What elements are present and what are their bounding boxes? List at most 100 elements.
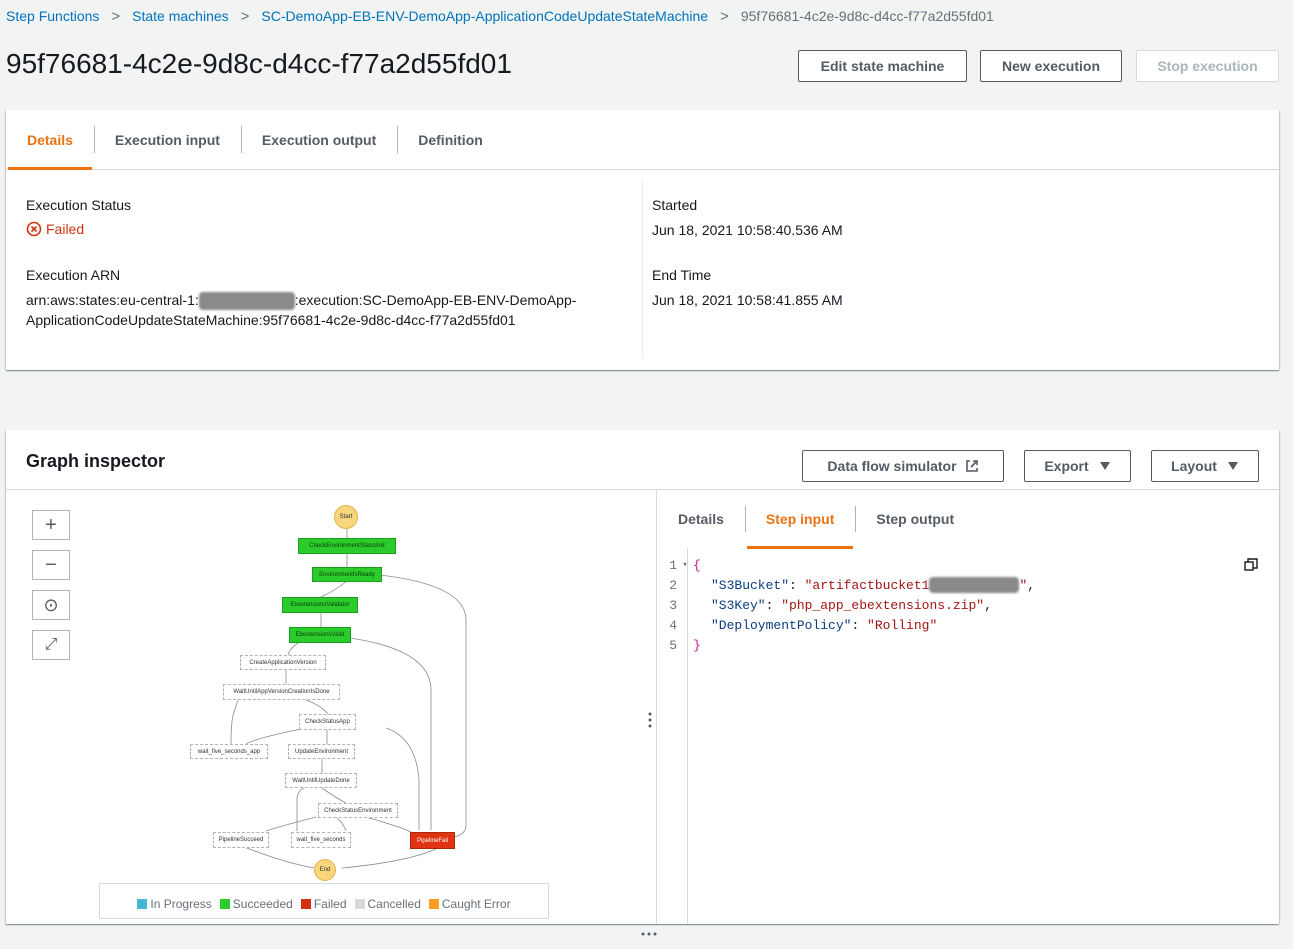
copy-icon[interactable]	[1244, 558, 1258, 572]
graph-node-ebextensions-valid[interactable]: EbextensionsValid	[289, 627, 351, 643]
graph-node-ebextensions-validator[interactable]: EbextensionsValidator	[282, 597, 358, 613]
caret-down-icon	[1227, 462, 1238, 470]
json-string: "php_app_ebextensions.zip"	[781, 597, 985, 613]
legend-label: Cancelled	[367, 897, 421, 911]
vertical-resize-handle-icon[interactable]	[646, 710, 654, 730]
end-time-value: Jun 18, 2021 10:58:41.855 AM	[652, 292, 843, 308]
json-punct: :	[765, 597, 782, 613]
breadcrumb-state-machines[interactable]: State machines	[132, 8, 229, 24]
legend-label: Failed	[313, 897, 347, 911]
code-line-5: 5}	[657, 635, 701, 655]
graph-node-check-env-status-init[interactable]: CheckEnvironmentStatusInit	[298, 538, 396, 554]
breadcrumb-machine-name[interactable]: SC-DemoApp-EB-ENV-DemoApp-ApplicationCod…	[261, 8, 709, 24]
legend-swatch	[428, 899, 439, 909]
data-flow-simulator-button[interactable]: Data flow simulator	[802, 450, 1004, 482]
legend-swatch	[137, 899, 148, 909]
json-string: "Rolling"	[867, 617, 938, 633]
export-dropdown[interactable]: Export	[1024, 450, 1131, 482]
status-text: Failed	[46, 221, 85, 237]
json-brace: }	[693, 637, 701, 653]
tab-execution-input[interactable]: Execution input	[93, 110, 241, 169]
zoom-out-button[interactable]: −	[32, 550, 70, 580]
json-punct: :	[851, 617, 868, 633]
caret-down-icon	[1099, 462, 1110, 470]
graph-node-check-status-environment[interactable]: CheckStatusEnvironment	[318, 803, 398, 818]
end-time-label: End Time	[652, 267, 712, 283]
legend-swatch	[354, 899, 365, 909]
graph-node-end[interactable]: End	[314, 859, 336, 881]
code-line-4: 4"DeploymentPolicy": "Rolling"	[657, 615, 937, 635]
breadcrumb-current: 95f76681-4c2e-9d8c-d4cc-f77a2d55fd01	[740, 8, 994, 24]
fit-button[interactable]: ⤢	[32, 630, 70, 660]
step-tab-step-input[interactable]: Step input	[744, 490, 855, 549]
graph-node-wait-app-version[interactable]: WaitUntilAppVersionCreationIsDone	[223, 684, 340, 700]
legend-swatch	[300, 899, 311, 909]
graph-node-check-status-app[interactable]: CheckStatusApp	[299, 714, 356, 730]
graph-header-divider	[6, 489, 1279, 490]
graph-node-update-environment[interactable]: UpdateEnvironment	[288, 744, 355, 759]
started-value: Jun 18, 2021 10:58:40.536 AM	[652, 222, 843, 238]
graph-node-wait-five-seconds[interactable]: wait_five_seconds	[291, 832, 351, 848]
zoom-in-button[interactable]: +	[32, 510, 70, 540]
graph-node-environment-is-ready[interactable]: EnvironmentIsReady	[312, 567, 382, 582]
tab-execution-output[interactable]: Execution output	[240, 110, 397, 169]
graph-inspector-panel: Graph inspector Data flow simulator Expo…	[6, 430, 1279, 924]
json-key: "S3Key"	[711, 597, 766, 613]
line-number: 1	[669, 557, 677, 573]
arn-prefix: arn:aws:states:eu-central-1:	[26, 292, 199, 308]
execution-status-label: Execution Status	[26, 197, 132, 213]
execution-arn-value: arn:aws:states:eu-central-1: :execution:S…	[26, 290, 626, 330]
breadcrumb: Step Functions > State machines > SC-Dem…	[6, 6, 994, 26]
fold-icon[interactable]: ▾	[682, 560, 688, 570]
execution-status-value: Failed	[26, 221, 84, 237]
page-title: 95f76681-4c2e-9d8c-d4cc-f77a2d55fd01	[6, 48, 512, 79]
graph-node-start[interactable]: Start	[334, 505, 358, 529]
graph-node-wait-five-seconds-app[interactable]: wait_five_seconds_app	[190, 744, 268, 759]
started-label: Started	[652, 197, 698, 213]
legend-label: Caught Error	[441, 897, 511, 911]
step-input-editor[interactable]: 1▾{ 2"S3Bucket": "artifactbucket1", 3"S3…	[657, 548, 1279, 924]
graph-node-create-application-version[interactable]: CreateApplicationVersion	[240, 655, 326, 670]
redacted-bucket-suffix	[929, 577, 1020, 593]
legend-cancelled: Cancelled	[354, 897, 421, 911]
breadcrumb-step-functions[interactable]: Step Functions	[6, 8, 100, 24]
legend-succeeded: Succeeded	[219, 897, 293, 911]
graph-node-pipeline-succeed[interactable]: PipelineSucceed	[213, 832, 269, 848]
graph-edges	[230, 529, 467, 869]
layout-label: Layout	[1171, 458, 1217, 474]
json-key: "DeploymentPolicy"	[711, 617, 852, 633]
center-button[interactable]: ⊙	[32, 590, 70, 620]
graph-legend: In Progress Succeeded Failed Cancelled C…	[99, 883, 549, 919]
legend-in-progress: In Progress	[137, 897, 212, 911]
breadcrumb-separator: >	[240, 7, 250, 25]
graph-node-pipeline-fail[interactable]: PipelineFail	[410, 832, 455, 849]
line-number: 5	[669, 637, 677, 653]
error-icon	[26, 221, 42, 237]
tab-definition[interactable]: Definition	[397, 110, 504, 169]
stop-execution-button[interactable]: Stop execution	[1136, 50, 1279, 82]
new-execution-button[interactable]: New execution	[980, 50, 1122, 82]
legend-label: In Progress	[150, 897, 212, 911]
horizontal-resize-handle-icon[interactable]	[640, 930, 658, 938]
execution-arn-label: Execution ARN	[26, 267, 121, 283]
graph-node-wait-until-update-done[interactable]: WaitUntilUpdateDone	[285, 773, 357, 788]
export-label: Export	[1044, 458, 1089, 474]
tab-details[interactable]: Details	[6, 110, 94, 170]
step-tab-details[interactable]: Details	[678, 511, 724, 527]
arn-suffix: :execution:SC-DemoApp-EB-ENV-DemoApp-	[294, 292, 577, 308]
edit-state-machine-button[interactable]: Edit state machine	[798, 50, 967, 82]
step-tabs: Details Step input Step output	[657, 490, 1279, 549]
json-punct: ,	[984, 597, 992, 613]
line-number: 2	[669, 577, 677, 593]
breadcrumb-separator: >	[720, 7, 729, 25]
json-key: "S3Bucket"	[711, 577, 790, 593]
layout-dropdown[interactable]: Layout	[1151, 450, 1259, 482]
legend-label: Succeeded	[232, 897, 293, 911]
external-link-icon	[965, 460, 978, 472]
legend-swatch	[219, 899, 230, 909]
code-line-3: 3"S3Key": "php_app_ebextensions.zip",	[657, 595, 992, 615]
json-punct: ,	[1027, 577, 1036, 593]
step-tab-step-output[interactable]: Step output	[855, 490, 975, 548]
legend-caught-error: Caught Error	[428, 897, 511, 911]
graph-canvas[interactable]: + − ⊙ ⤢	[6, 490, 646, 924]
